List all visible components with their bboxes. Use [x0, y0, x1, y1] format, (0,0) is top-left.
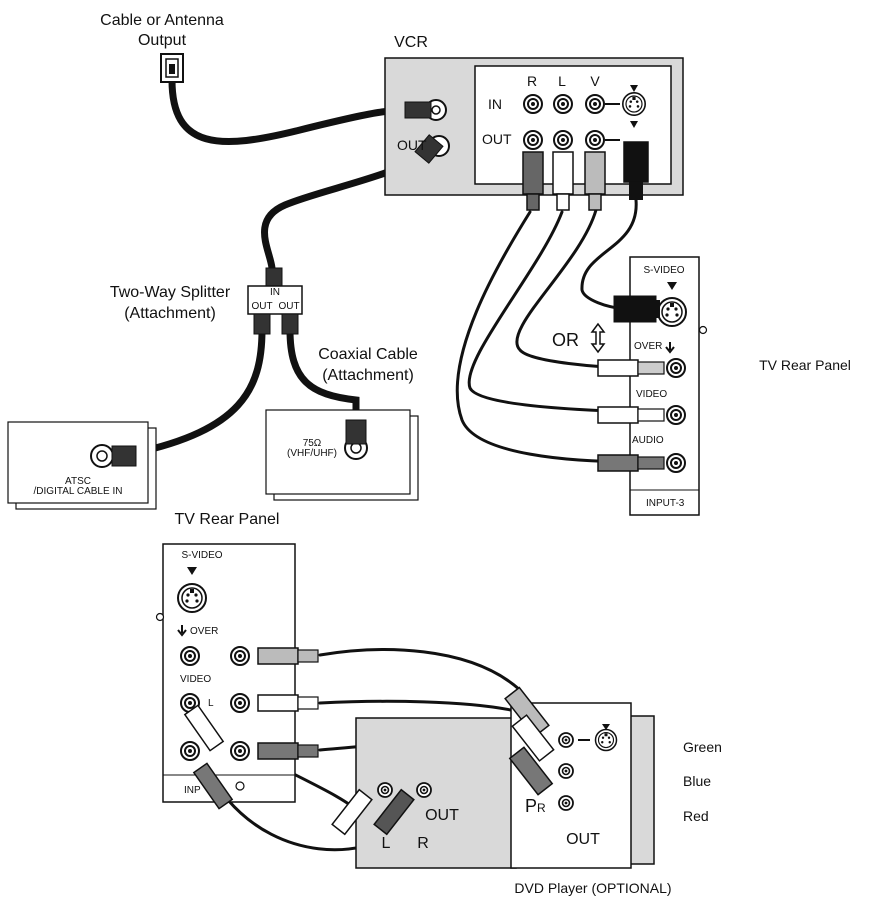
coax-label-2: (Attachment) [322, 367, 414, 384]
vcr-rf-in [404, 99, 447, 121]
dvd-out-label: OUT [566, 831, 600, 848]
up-down-arrow-icon [590, 322, 606, 354]
splitter-label-1: Two-Way Splitter [110, 284, 231, 301]
audio-l-label: L [382, 835, 391, 852]
or-indicator: OR [552, 322, 606, 354]
vcr-plugs [522, 141, 649, 211]
tv-panel-bottom [155, 543, 319, 810]
tv-rear-panel-label-left: TV Rear Panel [175, 511, 280, 528]
video-left-label: VIDEO [180, 674, 211, 685]
blue-label: Blue [683, 773, 711, 789]
vcr-out-jacks [523, 121, 638, 150]
pr-label: PR [525, 796, 546, 816]
ohm-panel [265, 409, 419, 501]
or-label: OR [552, 330, 579, 350]
vcr-r-label: R [527, 73, 537, 89]
ohm-label-2: (VHF/UHF) [287, 448, 337, 459]
l-left-label: L [208, 698, 214, 709]
coax-label-1: Coaxial Cable [318, 346, 418, 363]
vcr-l-label: L [558, 73, 566, 89]
atsc-label-2: /DIGITAL CABLE IN [34, 486, 123, 497]
atsc-label-1: ATSC [65, 476, 91, 487]
vcr-ant-out-label: OUT [397, 137, 427, 153]
dvd-player-label: DVD Player (OPTIONAL) [514, 880, 671, 896]
audio-r-label: R [417, 835, 429, 852]
s-video-right-label: S-VIDEO [643, 265, 684, 276]
vcr-v-label: V [590, 73, 600, 89]
red-label: Red [683, 808, 709, 824]
atsc-panel [7, 421, 157, 510]
wall-outlet [160, 53, 184, 83]
vcr-in-jacks [523, 85, 647, 116]
vcr-in-label: IN [488, 96, 502, 112]
audio-right-label: AUDIO [632, 435, 664, 446]
vcr-rf-out [414, 134, 450, 164]
tv-rear-panel-label-right: TV Rear Panel [759, 357, 851, 373]
cable-output-label-2: Output [138, 32, 187, 49]
s-video-left-label: S-VIDEO [181, 550, 222, 561]
dvd-player [331, 686, 655, 869]
video-right-label: VIDEO [636, 389, 667, 400]
splitter-out2-label: OUT [278, 301, 299, 312]
cable-output-label-1: Cable or Antenna [100, 12, 224, 29]
over-right-label: OVER [634, 341, 662, 352]
ohm-label-1: 75Ω [303, 438, 322, 449]
vcr-label: VCR [394, 34, 428, 51]
input3-label: INPUT-3 [646, 498, 685, 509]
over-left-label: OVER [190, 626, 218, 637]
green-label: Green [683, 739, 722, 755]
audio-out-label: OUT [425, 807, 459, 824]
vcr-out-label: OUT [482, 131, 512, 147]
two-way-splitter [247, 267, 303, 335]
tv-panel-right [597, 256, 708, 516]
splitter-out1-label: OUT [251, 301, 272, 312]
splitter-in-label: IN [270, 287, 280, 298]
splitter-label-2: (Attachment) [124, 305, 216, 322]
inp-left-label: INP [184, 785, 201, 796]
